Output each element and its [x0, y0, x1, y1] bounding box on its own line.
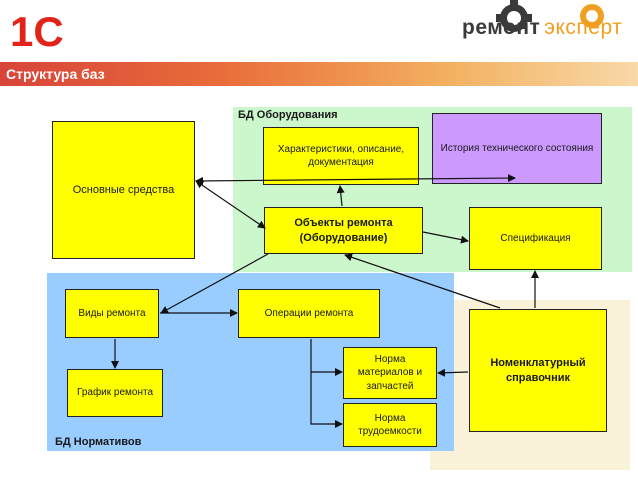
page-title: Структура баз: [0, 62, 638, 86]
node-specification[interactable]: Спецификация: [469, 207, 602, 270]
gear-icon-orange: [580, 4, 604, 28]
arrow-objects-specification: [422, 231, 469, 244]
logo-1c-text: 1С: [10, 8, 64, 52]
node-labor-norm[interactable]: Норма трудоемкости: [343, 403, 437, 447]
arrow-operations-labor: [310, 372, 343, 428]
brand-word-expert: эксперт: [544, 16, 623, 39]
arrow-operations-materials: [310, 339, 343, 376]
brand-word-remont: ремонт: [462, 16, 541, 39]
region-equipment-db-label: БД Оборудования: [238, 109, 338, 121]
node-repair-types[interactable]: Виды ремонта: [65, 289, 159, 338]
arrow-objects-characteristics: [336, 185, 345, 207]
logo-1c: 1С: [8, 8, 108, 55]
arrow-nomenclature-objects: [344, 253, 501, 309]
arrow-fixed-assets-history: [195, 174, 516, 185]
node-fixed-assets[interactable]: Основные средства: [52, 121, 195, 259]
node-repair-objects[interactable]: Объекты ремонта (Оборудование): [264, 207, 423, 254]
node-nomenclature[interactable]: Номенклатурный справочник: [469, 309, 607, 432]
node-tech-history[interactable]: История технического состояния: [432, 113, 602, 184]
node-repair-schedule[interactable]: График ремонта: [67, 369, 163, 417]
arrow-objects-repair-types: [160, 253, 269, 314]
region-norms-db-label: БД Нормативов: [55, 436, 142, 448]
arrow-nomenclature-materials: [437, 368, 469, 377]
node-repair-operations[interactable]: Операции ремонта: [238, 289, 380, 338]
node-materials-norm[interactable]: Норма материалов и запчастей: [343, 347, 437, 399]
arrow-fixed-assets-objects: [195, 180, 266, 229]
gear-icon: [496, 0, 532, 32]
